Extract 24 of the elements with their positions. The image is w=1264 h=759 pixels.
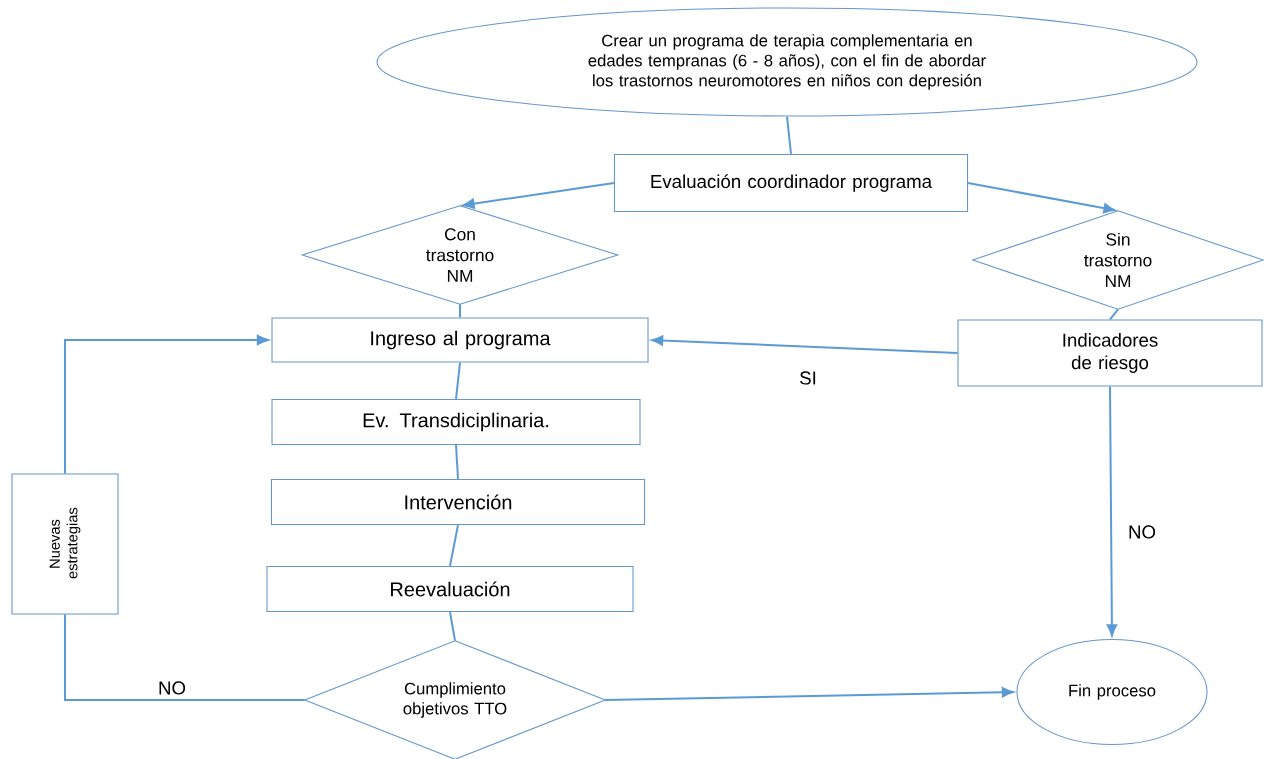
connector-line	[459, 303, 461, 319]
connector-line	[64, 613, 306, 701]
arrow	[967, 182, 1116, 214]
connector-line	[449, 611, 456, 642]
arrow	[1106, 385, 1118, 637]
process-box: Ev. Transdiciplinaria.	[271, 398, 641, 446]
edge-label: SI	[797, 370, 819, 386]
connector-line	[1109, 308, 1119, 321]
arrow	[462, 182, 615, 209]
process-box: Reevaluación	[266, 565, 634, 613]
connector-line	[455, 444, 459, 480]
process-box: Intervención	[270, 478, 646, 526]
connector-line	[786, 115, 792, 155]
arrow	[604, 687, 1014, 701]
edge-label: NO	[156, 680, 188, 696]
connector-line	[455, 361, 461, 400]
process-box: Evaluación coordinador programa	[613, 153, 969, 213]
process-box: Ingreso al programa	[271, 317, 649, 363]
arrow	[64, 334, 269, 475]
connector-line	[449, 524, 459, 567]
edge-label: NO	[1126, 524, 1158, 540]
process-box: Nuevas estrategias	[11, 473, 119, 615]
process-box: Indicadores de riesgo	[957, 319, 1263, 387]
arrow	[651, 335, 959, 354]
